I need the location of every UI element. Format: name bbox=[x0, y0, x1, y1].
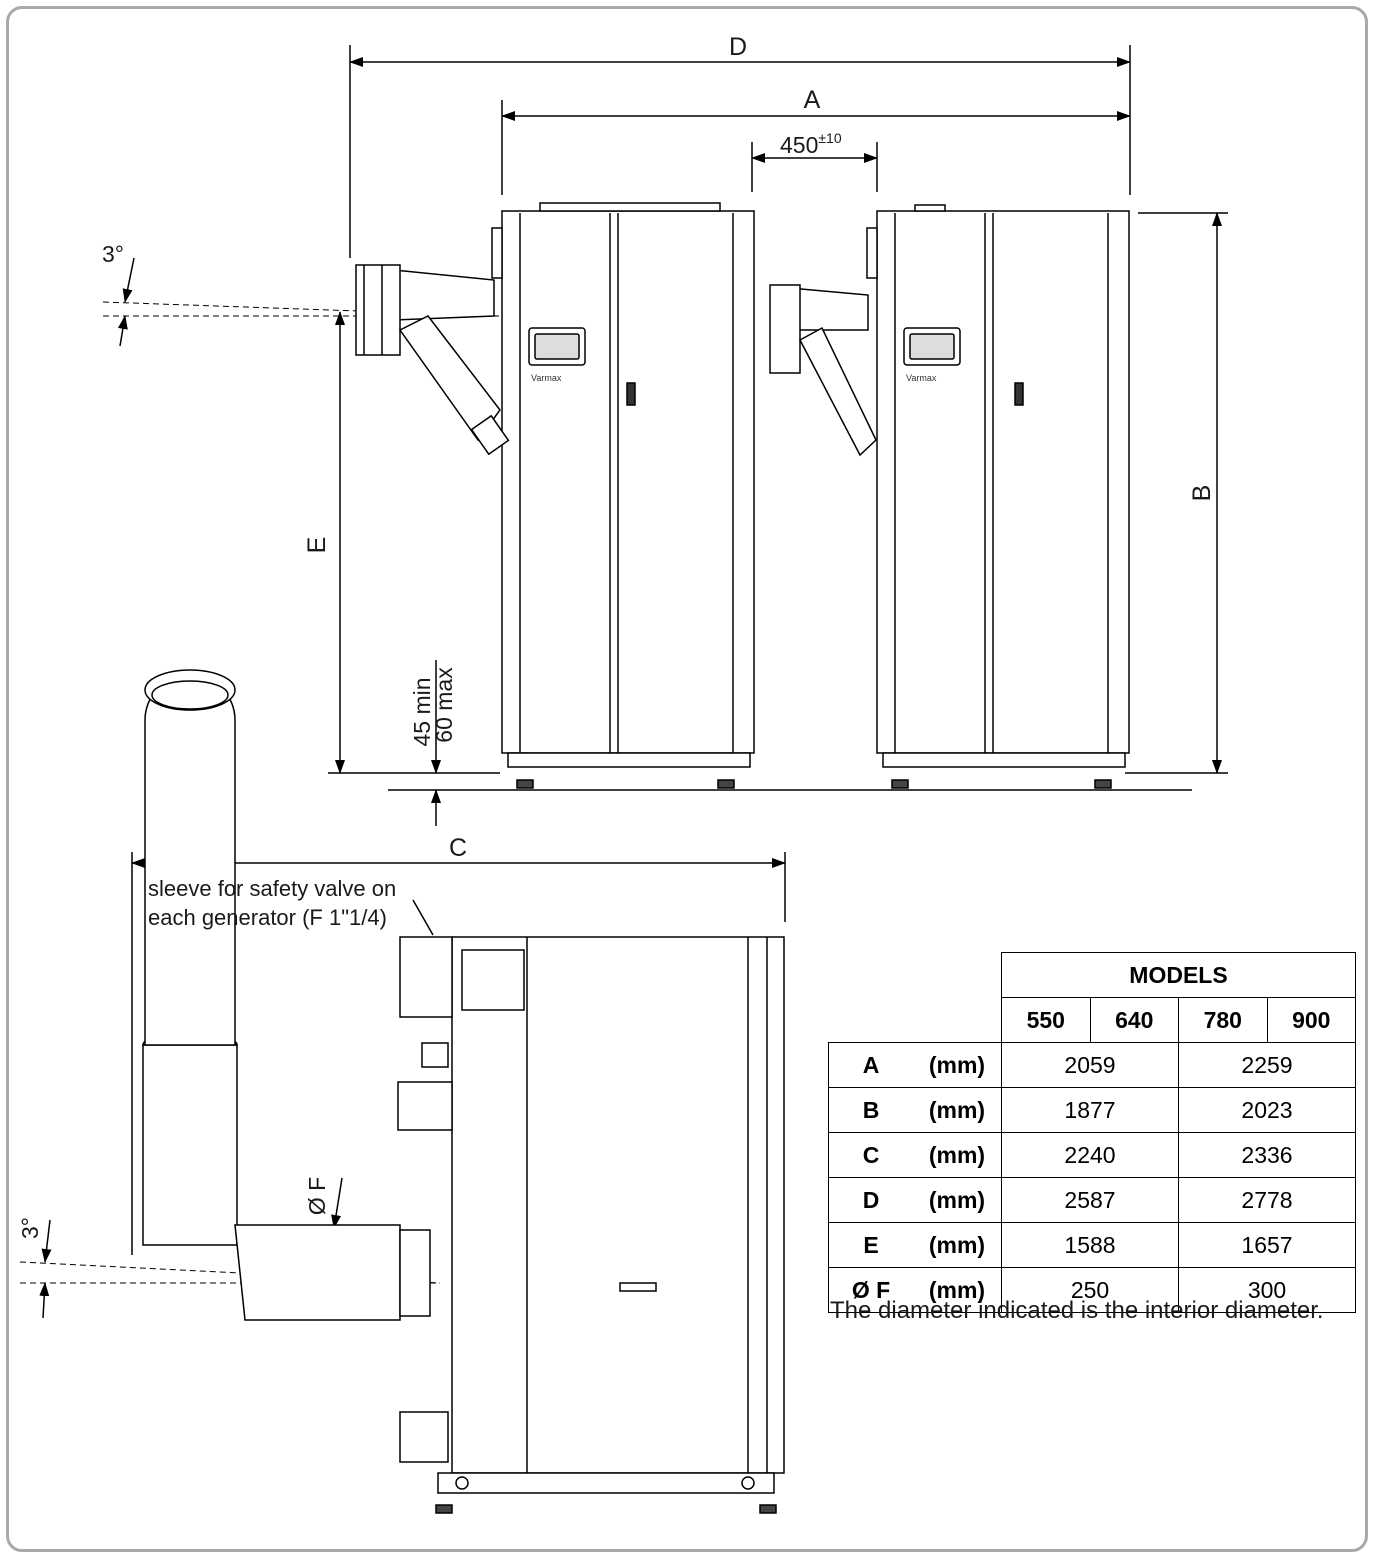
brand-label-right: Varmax bbox=[906, 373, 937, 383]
safety-valve-callout: sleeve for safety valve on each generato… bbox=[148, 874, 396, 932]
dim-label-spacing: 450±10 bbox=[780, 130, 842, 158]
row-value-small: 2240 bbox=[1001, 1132, 1179, 1178]
dim-spacing-value: 450 bbox=[780, 132, 818, 158]
dim-label-b: B bbox=[1188, 485, 1216, 502]
dim-spacing-tolerance: ±10 bbox=[818, 130, 841, 146]
row-label: C bbox=[828, 1132, 913, 1178]
model-900: 900 bbox=[1266, 997, 1356, 1043]
model-640: 640 bbox=[1089, 997, 1179, 1043]
row-value-small: 1588 bbox=[1001, 1222, 1179, 1268]
dim-label-a: A bbox=[804, 86, 821, 114]
row-value-small: 250 bbox=[1001, 1267, 1179, 1313]
model-550: 550 bbox=[1001, 997, 1091, 1043]
table-row: C (mm) 2240 2336 bbox=[828, 1132, 1356, 1178]
callout-line-1: sleeve for safety valve on bbox=[148, 876, 397, 901]
front-view-unit-left bbox=[355, 202, 755, 789]
dim-label-max: 60 max bbox=[431, 667, 457, 743]
row-unit: (mm) bbox=[913, 1042, 1002, 1088]
row-value-small: 2587 bbox=[1001, 1177, 1179, 1223]
footnote: The diameter indicated is the interior d… bbox=[830, 1297, 1324, 1324]
front-view-unit-right bbox=[769, 204, 1130, 789]
dim-label-angle-side: 3° bbox=[17, 1217, 43, 1239]
row-unit: (mm) bbox=[913, 1267, 1002, 1313]
dim-label-e: E bbox=[303, 537, 331, 554]
table-row: Ø F (mm) 250 300 bbox=[828, 1267, 1356, 1313]
table-row: E (mm) 1588 1657 bbox=[828, 1222, 1356, 1268]
table-header-row-models: 550 640 780 900 bbox=[829, 997, 1356, 1043]
row-value-large: 2336 bbox=[1178, 1132, 1356, 1178]
table-header-row-group: MODELS bbox=[829, 952, 1356, 998]
dim-label-min: 45 min bbox=[409, 677, 435, 746]
brand-label-left: Varmax bbox=[531, 373, 562, 383]
row-label: D bbox=[828, 1177, 913, 1223]
row-label: E bbox=[828, 1222, 913, 1268]
callout-line-2: each generator (F 1"1/4) bbox=[148, 905, 387, 930]
row-value-large: 1657 bbox=[1178, 1222, 1356, 1268]
row-unit: (mm) bbox=[913, 1087, 1002, 1133]
dim-label-diameter: Ø F bbox=[304, 1177, 330, 1215]
model-780: 780 bbox=[1178, 997, 1268, 1043]
row-value-small: 1877 bbox=[1001, 1087, 1179, 1133]
table-row: A (mm) 2059 2259 bbox=[828, 1042, 1356, 1088]
diagram-frame bbox=[6, 6, 1368, 1552]
dim-label-c: C bbox=[449, 834, 467, 862]
row-value-small: 2059 bbox=[1001, 1042, 1179, 1088]
row-unit: (mm) bbox=[913, 1132, 1002, 1178]
row-label: A bbox=[828, 1042, 913, 1088]
row-value-large: 2023 bbox=[1178, 1087, 1356, 1133]
table-row: D (mm) 2587 2778 bbox=[828, 1177, 1356, 1223]
row-unit: (mm) bbox=[913, 1177, 1002, 1223]
models-header: MODELS bbox=[1001, 952, 1356, 998]
row-value-large: 300 bbox=[1178, 1267, 1356, 1313]
side-view-unit bbox=[142, 669, 785, 1514]
dimensions-table: MODELS 550 640 780 900 A (mm) 2059 2259 … bbox=[828, 952, 1356, 1313]
row-unit: (mm) bbox=[913, 1222, 1002, 1268]
row-label: B bbox=[828, 1087, 913, 1133]
table-row: B (mm) 1877 2023 bbox=[828, 1087, 1356, 1133]
dim-label-angle-top: 3° bbox=[102, 241, 124, 267]
row-value-large: 2259 bbox=[1178, 1042, 1356, 1088]
row-label: Ø F bbox=[828, 1267, 913, 1313]
row-value-large: 2778 bbox=[1178, 1177, 1356, 1223]
dim-label-d: D bbox=[729, 33, 747, 61]
